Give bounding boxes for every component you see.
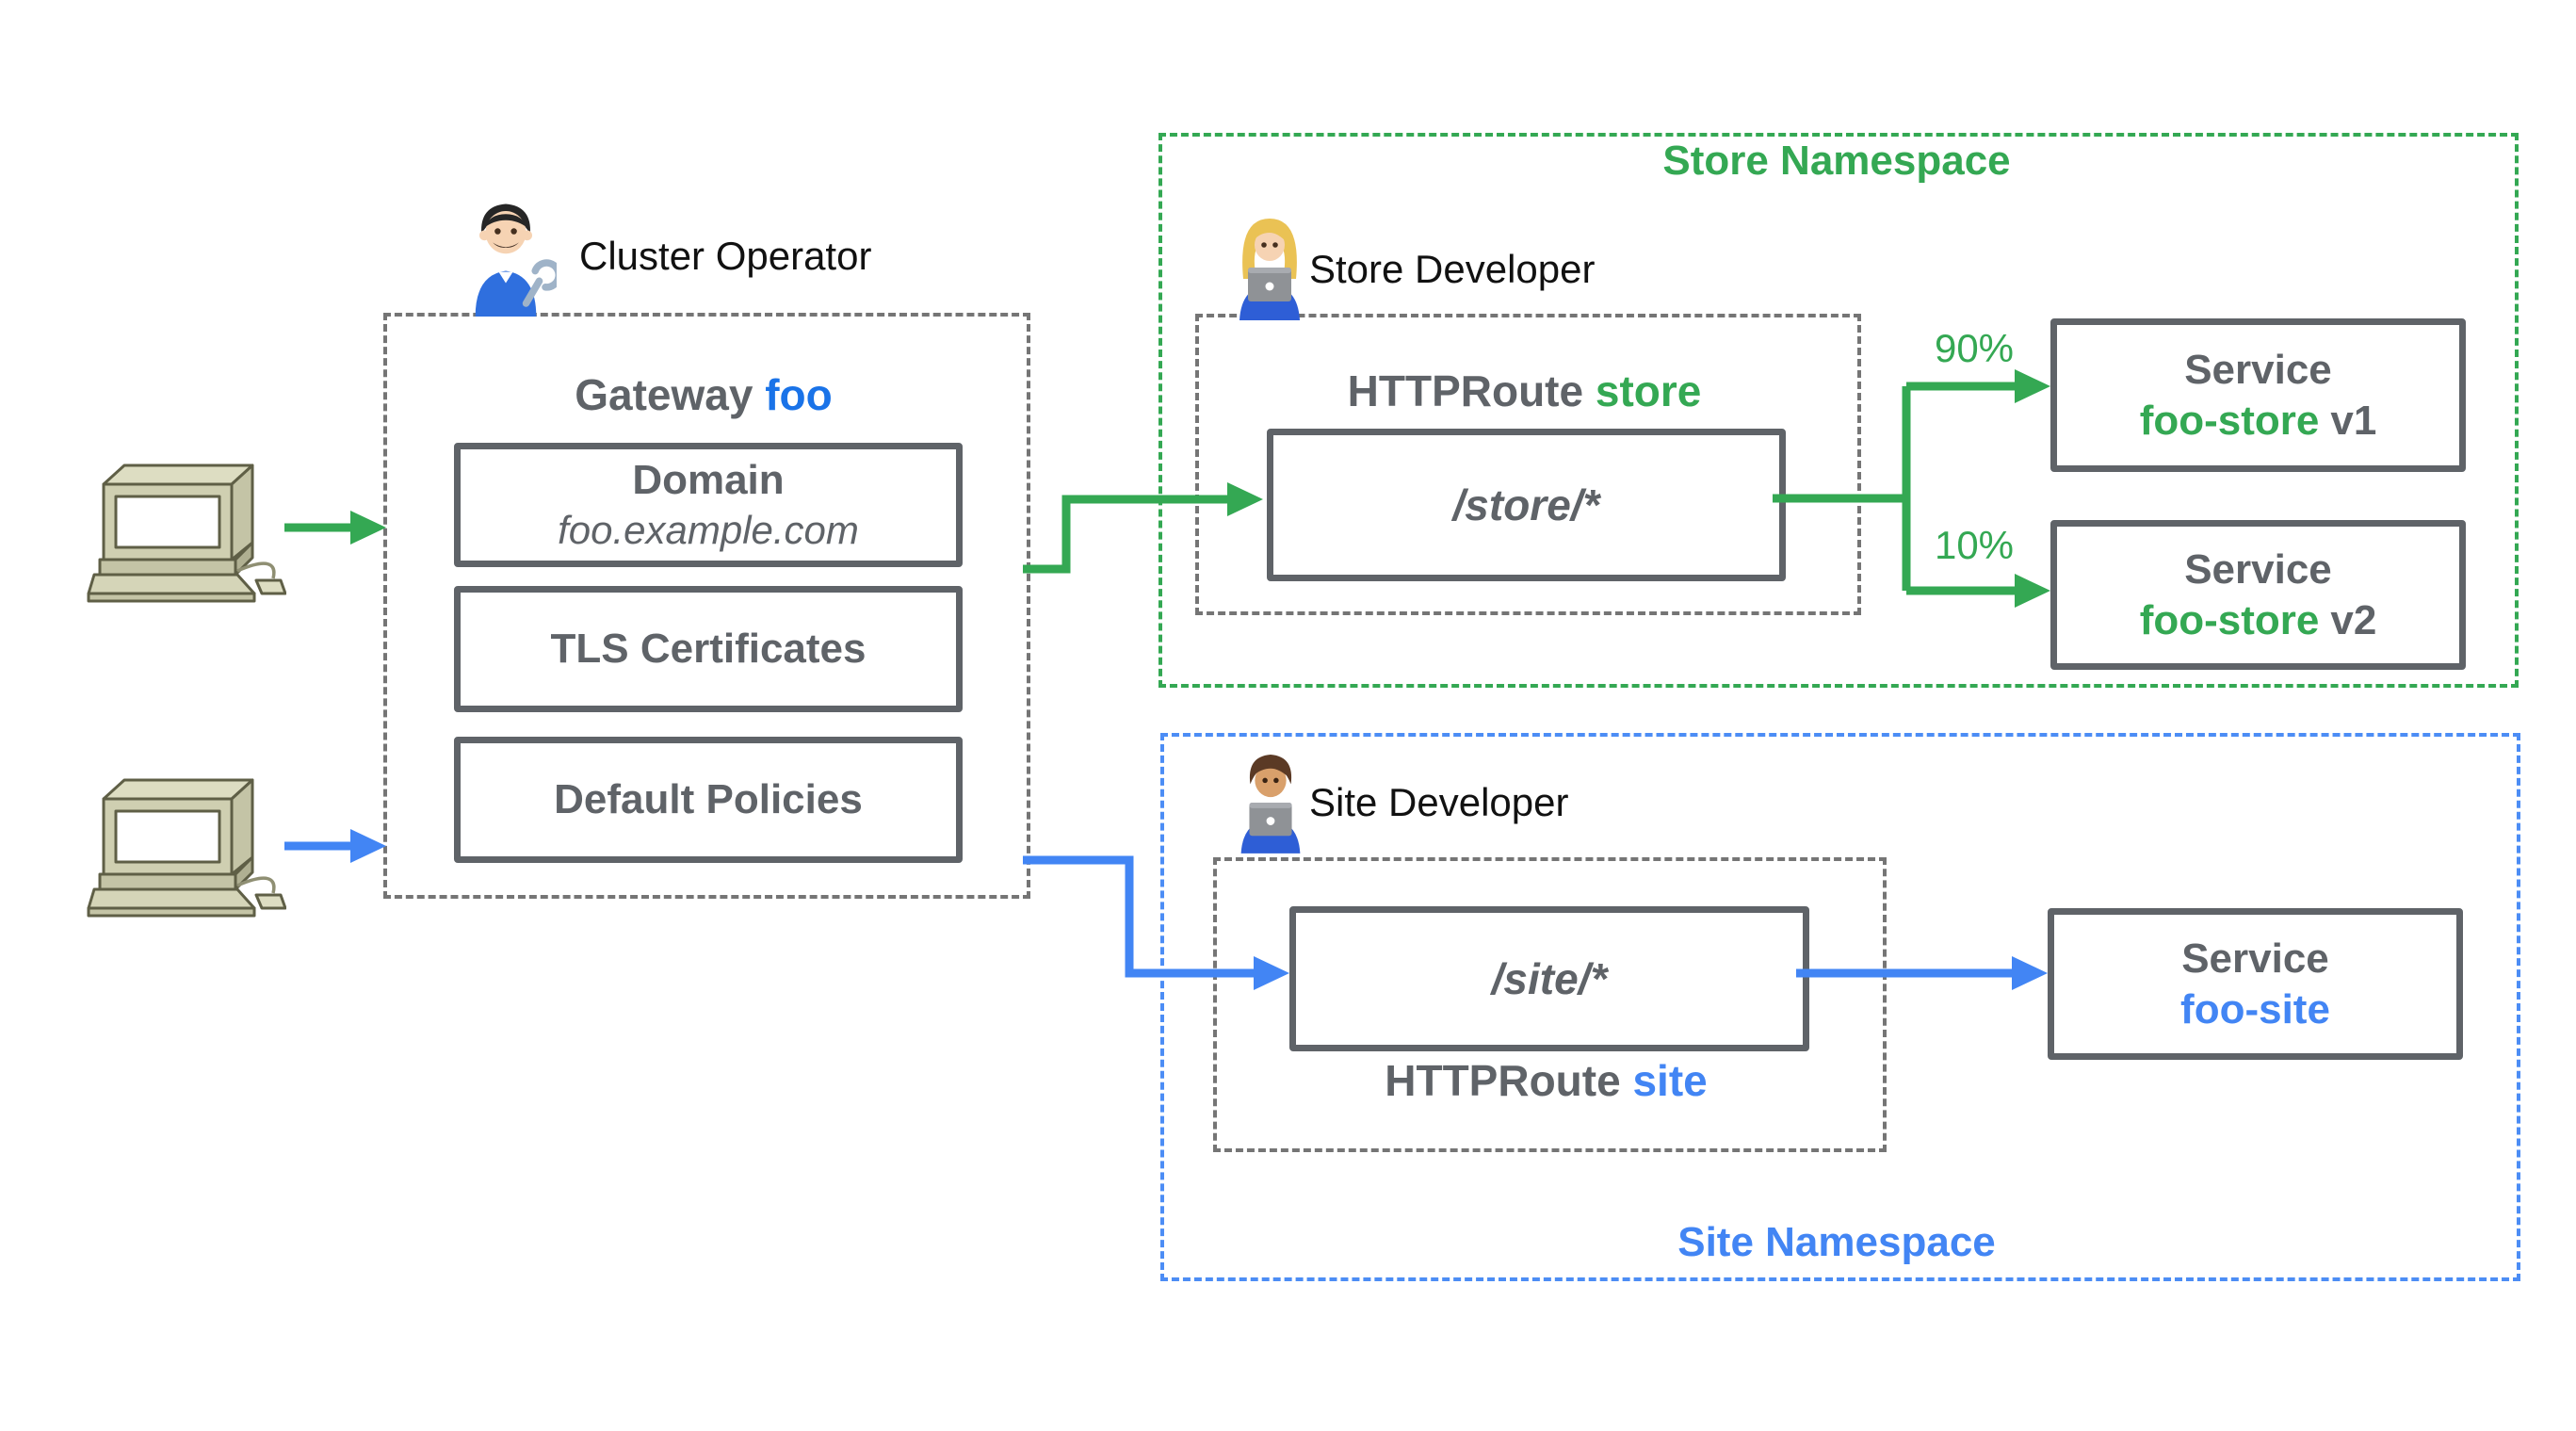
split-90-label: 90%: [1934, 326, 2015, 370]
tls-certificates-label: TLS Certificates: [550, 626, 867, 672]
service-foo-site-title: Service: [2181, 935, 2329, 982]
store-namespace-label: Store Namespace: [1662, 138, 2011, 184]
domain-value: foo.example.com: [558, 508, 859, 552]
domain-box: Domain foo.example.com: [454, 443, 963, 567]
store-path-label: /store/*: [1452, 480, 1600, 529]
site-path-label: /site/*: [1491, 954, 1608, 1003]
store-namespace-box: [1158, 133, 2519, 688]
user-computer-1: [87, 463, 286, 603]
arrowhead-user2: [350, 829, 386, 863]
httproute-store-name: store: [1595, 366, 1702, 415]
site-developer-label: Site Developer: [1309, 780, 1569, 824]
site-namespace-box: [1160, 733, 2520, 1281]
service-v1-name: foo-store: [2139, 397, 2320, 444]
site-path-box: /site/*: [1289, 906, 1809, 1051]
default-policies-box: Default Policies: [454, 737, 963, 863]
service-foo-store-v2-box: Service foo-store v2: [2050, 520, 2466, 670]
httproute-store-title: HTTPRoute store: [1195, 366, 1854, 416]
store-path-box: /store/*: [1267, 429, 1786, 581]
woman-technologist-icon: [1239, 219, 1300, 320]
service-foo-site-name: foo-site: [2180, 985, 2330, 1033]
mechanic-icon: [475, 203, 557, 317]
store-developer-label: Store Developer: [1309, 247, 1596, 291]
service-v1-version: v1: [2330, 397, 2377, 444]
gateway-title: Gateway foo: [430, 369, 977, 420]
httproute-site-title: HTTPRoute site: [1213, 1055, 1879, 1106]
site-namespace-label: Site Namespace: [1677, 1219, 1996, 1265]
httproute-site-name: site: [1632, 1056, 1708, 1105]
default-policies-label: Default Policies: [554, 776, 863, 822]
service-foo-site-box: Service foo-site: [2048, 908, 2463, 1060]
service-v2-name: foo-store: [2139, 596, 2320, 643]
httproute-site-prefix: HTTPRoute: [1385, 1056, 1621, 1105]
service-v2-version: v2: [2330, 596, 2377, 643]
man-technologist-icon: [1240, 754, 1301, 854]
cluster-operator-label: Cluster Operator: [579, 234, 872, 278]
httproute-site-box: [1213, 857, 1887, 1152]
user-computer-2: [87, 778, 286, 918]
service-v1-title: Service: [2184, 346, 2332, 393]
service-foo-store-v1-box: Service foo-store v1: [2050, 318, 2466, 472]
gateway-name: foo: [765, 370, 833, 419]
gateway-title-word: Gateway: [575, 370, 753, 419]
gateway-box: [383, 313, 1030, 899]
tls-certificates-box: TLS Certificates: [454, 586, 963, 712]
httproute-store-prefix: HTTPRoute: [1347, 366, 1584, 415]
service-v2-title: Service: [2184, 545, 2332, 593]
arrowhead-user1: [350, 511, 386, 545]
split-10-label: 10%: [1934, 523, 2015, 567]
domain-title: Domain: [632, 457, 785, 503]
